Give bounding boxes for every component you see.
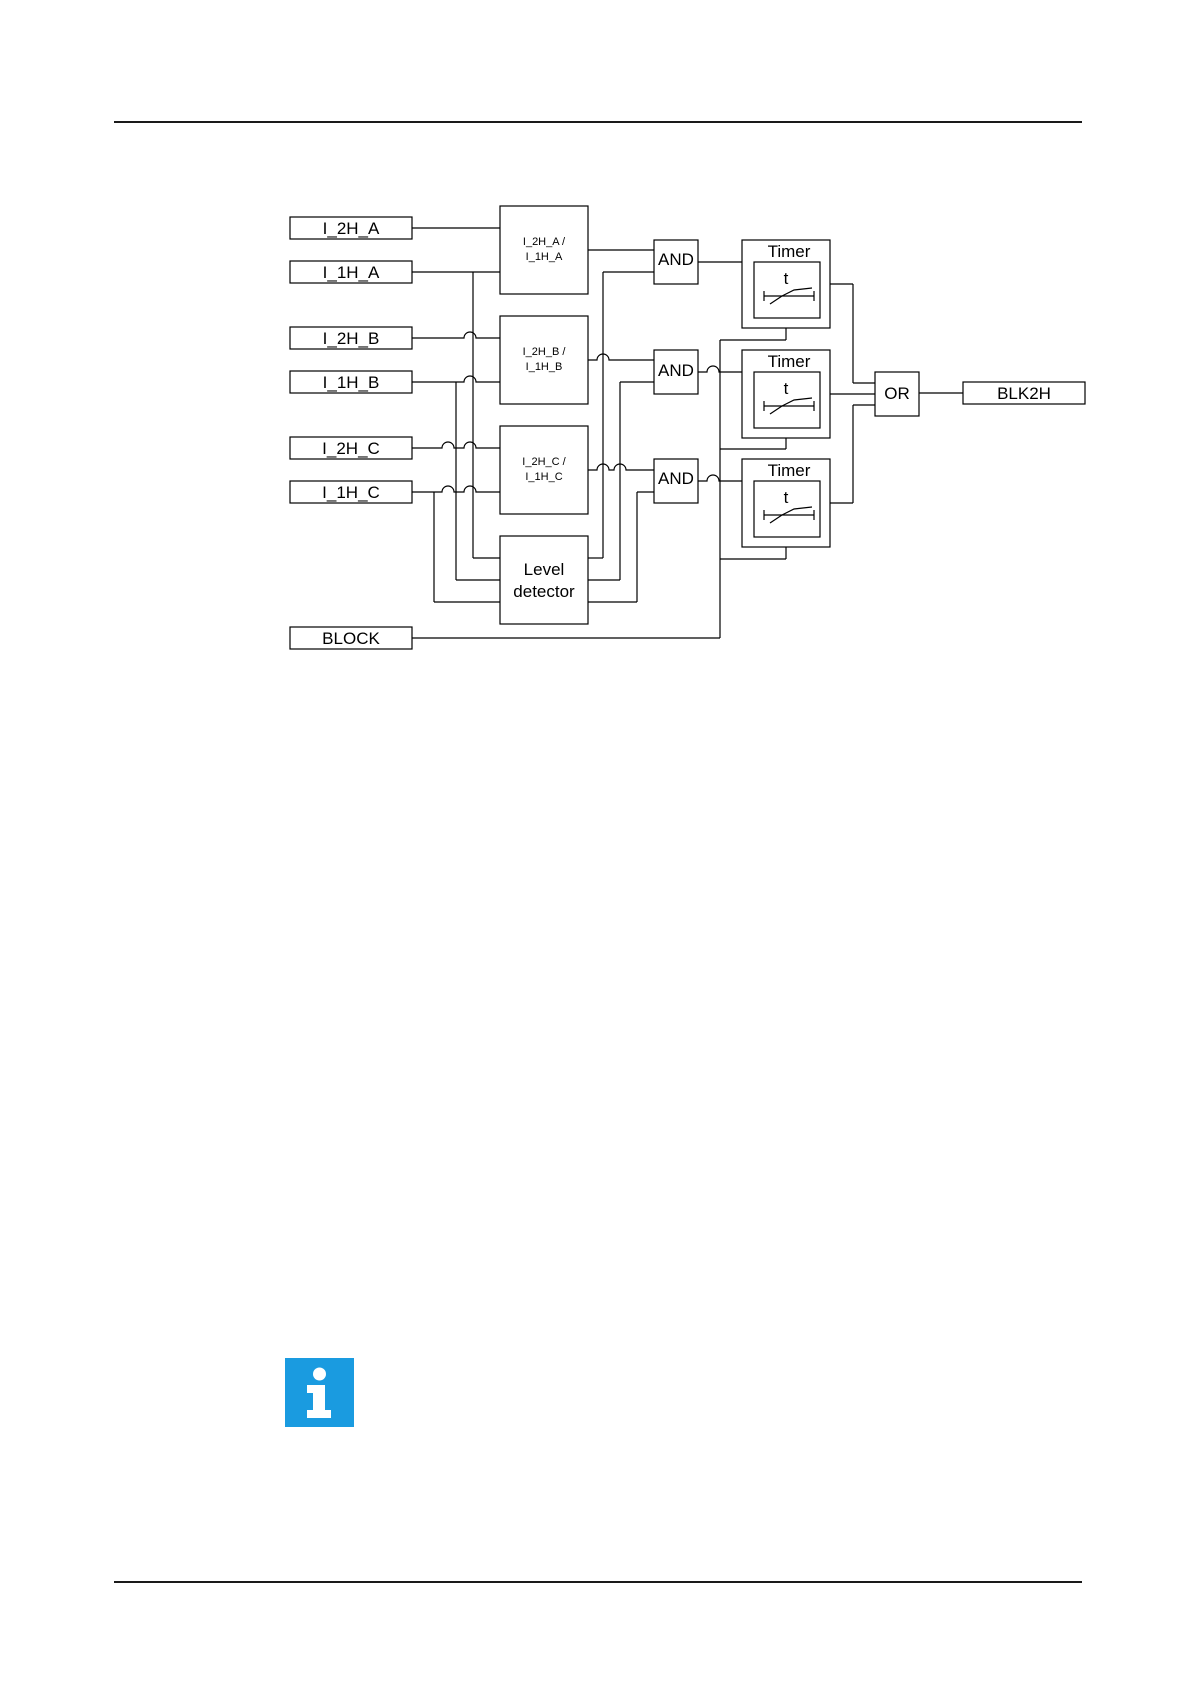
and-gate-b: AND	[654, 350, 698, 394]
input-label-i2h-b: I_2H_B	[323, 329, 380, 348]
input-block: BLOCK	[290, 627, 412, 649]
timer-c-label: Timer	[768, 461, 811, 480]
harmonic-blocking-logic-diagram: I_2H_A I_1H_A I_2H_B I_1H_B I_2H_C I_1H_…	[0, 0, 1191, 700]
ratio-block-a-line1: I_2H_A /	[523, 236, 566, 248]
input-i1h-c: I_1H_C	[290, 481, 412, 503]
or-gate-label: OR	[884, 384, 910, 403]
output-blk2h: BLK2H	[963, 382, 1085, 404]
input-i1h-b: I_1H_B	[290, 371, 412, 393]
input-label-i2h-c: I_2H_C	[322, 439, 380, 458]
timer-b-label: Timer	[768, 352, 811, 371]
ratio-block-a: I_2H_A / I_1H_A	[500, 206, 588, 294]
level-detector-line2: detector	[513, 582, 575, 601]
input-i2h-a: I_2H_A	[290, 217, 412, 239]
timer-b: Timer t	[742, 350, 830, 438]
timer-a: Timer t	[742, 240, 830, 328]
input-label-block: BLOCK	[322, 629, 380, 648]
and-gate-c-label: AND	[658, 469, 694, 488]
level-detector: Level detector	[500, 536, 588, 624]
or-gate: OR	[875, 372, 919, 416]
timer-a-symbol: t	[784, 269, 789, 288]
ratio-block-b-line1: I_2H_B /	[523, 346, 567, 358]
input-label-i2h-a: I_2H_A	[323, 219, 380, 238]
ratio-block-b: I_2H_B / I_1H_B	[500, 316, 588, 404]
info-icon	[285, 1358, 354, 1427]
ratio-block-b-line2: I_1H_B	[526, 361, 563, 373]
timer-b-symbol: t	[784, 379, 789, 398]
and-gate-a-label: AND	[658, 250, 694, 269]
timer-a-graph-icon	[764, 288, 814, 304]
ratio-block-c-line2: I_1H_C	[525, 471, 562, 483]
level-detector-line1: Level	[524, 560, 565, 579]
timer-a-label: Timer	[768, 242, 811, 261]
input-label-i1h-b: I_1H_B	[323, 373, 380, 392]
input-label-i1h-a: I_1H_A	[323, 263, 380, 282]
timer-c-graph-icon	[764, 507, 814, 523]
timer-b-graph-icon	[764, 398, 814, 414]
input-label-i1h-c: I_1H_C	[322, 483, 380, 502]
input-i2h-c: I_2H_C	[290, 437, 412, 459]
ratio-block-a-line2: I_1H_A	[526, 251, 563, 263]
signal-wires	[412, 228, 963, 638]
output-label: BLK2H	[997, 384, 1051, 403]
timer-c: Timer t	[742, 459, 830, 547]
ratio-block-c-line1: I_2H_C /	[522, 456, 566, 468]
and-gate-b-label: AND	[658, 361, 694, 380]
input-i1h-a: I_1H_A	[290, 261, 412, 283]
and-gate-c: AND	[654, 459, 698, 503]
and-gate-a: AND	[654, 240, 698, 284]
footer-rule	[114, 1581, 1082, 1583]
ratio-block-c: I_2H_C / I_1H_C	[500, 426, 588, 514]
timer-c-symbol: t	[784, 488, 789, 507]
input-i2h-b: I_2H_B	[290, 327, 412, 349]
